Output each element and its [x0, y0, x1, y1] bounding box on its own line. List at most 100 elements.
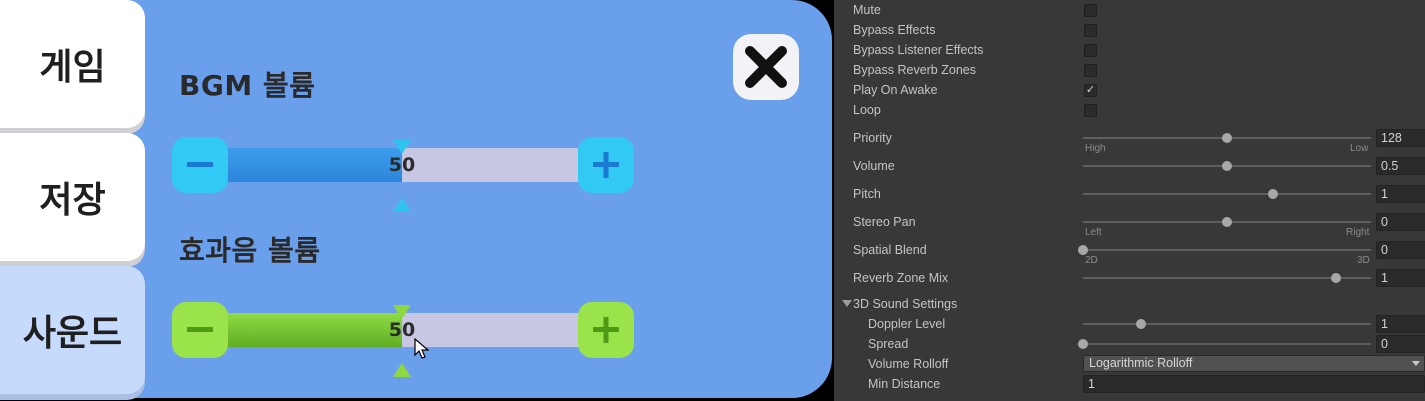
tab-game-label: 게임: [39, 47, 106, 88]
close-button[interactable]: [733, 34, 799, 100]
min-distance-row: Min Distance 1: [834, 374, 1425, 394]
pitch-slider-knob[interactable]: [1268, 189, 1278, 199]
bgm-slider-track[interactable]: 50: [222, 140, 582, 212]
priority-row: Priority 128: [834, 128, 1425, 148]
play-on-awake-label: Play On Awake: [853, 83, 938, 97]
bgm-plus-button[interactable]: [578, 137, 634, 193]
audio-source-inspector: Mute Bypass Effects Bypass Listener Effe…: [834, 0, 1425, 401]
tab-game[interactable]: 게임: [0, 0, 145, 128]
volume-slider[interactable]: [1083, 161, 1371, 171]
bgm-minus-button[interactable]: [172, 137, 228, 193]
game-view: 게임 저장 사운드 BGM 볼륨 효과음 볼륨 50 50: [0, 0, 832, 398]
doppler-slider-knob[interactable]: [1136, 319, 1146, 329]
loop-checkbox[interactable]: [1084, 104, 1097, 117]
spatial-blend-slider-knob[interactable]: [1078, 245, 1088, 255]
sfx-minus-button[interactable]: [172, 302, 228, 358]
volume-label: Volume: [853, 159, 895, 173]
volume-rolloff-row: Volume Rolloff Logarithmic Rolloff: [834, 354, 1425, 374]
spatial-blend-row: Spatial Blend 0: [834, 240, 1425, 260]
bgm-volume-slider[interactable]: 50: [172, 137, 634, 212]
spread-slider-knob[interactable]: [1078, 339, 1088, 349]
mouse-cursor-icon: [414, 338, 430, 359]
bypass-listener-row: Bypass Listener Effects: [834, 40, 1425, 60]
reverb-zone-mix-field[interactable]: 1: [1376, 269, 1425, 287]
sfx-slider-track[interactable]: 50: [222, 305, 582, 377]
priority-slider[interactable]: [1083, 133, 1371, 143]
reverb-zone-mix-slider-knob[interactable]: [1331, 273, 1341, 283]
pitch-slider[interactable]: [1083, 189, 1371, 199]
spatial-blend-2d-caption: 2D: [1085, 255, 1098, 266]
mute-checkbox[interactable]: [1084, 4, 1097, 17]
bypass-effects-row: Bypass Effects: [834, 20, 1425, 40]
dropdown-arrow-icon: [1412, 361, 1420, 366]
spread-slider[interactable]: [1078, 339, 1371, 349]
spread-row: Spread 0: [834, 334, 1425, 354]
volume-field[interactable]: 0.5: [1376, 157, 1425, 175]
bgm-slider-fill: [222, 148, 402, 182]
sfx-volume-title: 효과음 볼륨: [179, 234, 321, 267]
volume-slider-knob[interactable]: [1222, 161, 1232, 171]
spatial-blend-field[interactable]: 0: [1376, 241, 1425, 259]
loop-row: Loop: [834, 100, 1425, 120]
sound-3d-label: 3D Sound Settings: [853, 297, 958, 311]
stereo-pan-row: Stereo Pan 0: [834, 212, 1425, 232]
bypass-listener-checkbox[interactable]: [1084, 44, 1097, 57]
sfx-slider-fill: [222, 313, 402, 347]
bgm-slider-handle-bottom-icon[interactable]: [393, 198, 411, 212]
pitch-row: Pitch 1: [834, 184, 1425, 204]
bypass-effects-label: Bypass Effects: [853, 23, 936, 37]
bypass-reverb-label: Bypass Reverb Zones: [853, 63, 976, 77]
spatial-blend-slider[interactable]: [1078, 245, 1371, 255]
bypass-reverb-row: Bypass Reverb Zones: [834, 60, 1425, 80]
stereo-pan-field[interactable]: 0: [1376, 213, 1425, 231]
spread-field[interactable]: 0: [1376, 335, 1425, 353]
volume-rolloff-value: Logarithmic Rolloff: [1089, 356, 1193, 370]
doppler-row: Doppler Level 1: [834, 314, 1425, 334]
play-on-awake-row: Play On Awake ✓: [834, 80, 1425, 100]
pitch-field[interactable]: 1: [1376, 185, 1425, 203]
spatial-blend-3d-caption: 3D: [1357, 255, 1370, 266]
close-x-icon: [745, 46, 787, 88]
sfx-plus-button[interactable]: [578, 302, 634, 358]
doppler-slider[interactable]: [1083, 319, 1371, 329]
tab-save[interactable]: 저장: [0, 133, 145, 261]
play-on-awake-checkbox[interactable]: ✓: [1084, 84, 1097, 97]
sfx-volume-slider[interactable]: 50: [172, 302, 634, 377]
priority-slider-knob[interactable]: [1222, 133, 1232, 143]
bypass-effects-checkbox[interactable]: [1084, 24, 1097, 37]
bypass-reverb-checkbox[interactable]: [1084, 64, 1097, 77]
sfx-volume-value: 50: [388, 319, 416, 341]
volume-rolloff-dropdown[interactable]: Logarithmic Rolloff: [1083, 355, 1425, 372]
bgm-volume-value: 50: [388, 154, 416, 176]
min-distance-field[interactable]: 1: [1083, 375, 1425, 393]
plus-icon: [593, 317, 619, 343]
pitch-label: Pitch: [853, 187, 881, 201]
bypass-listener-label: Bypass Listener Effects: [853, 43, 984, 57]
reverb-zone-mix-slider[interactable]: [1083, 273, 1371, 283]
bgm-slider-handle-top-icon[interactable]: [393, 140, 411, 154]
reverb-zone-mix-row: Reverb Zone Mix 1: [834, 268, 1425, 288]
priority-field[interactable]: 128: [1376, 129, 1425, 147]
stereo-pan-left-caption: Left: [1085, 227, 1102, 238]
min-distance-label: Min Distance: [868, 377, 941, 391]
volume-rolloff-label: Volume Rolloff: [868, 357, 949, 371]
stereo-pan-right-caption: Right: [1346, 227, 1370, 238]
stereo-pan-label: Stereo Pan: [853, 215, 916, 229]
minus-icon: [187, 162, 213, 167]
mute-row: Mute: [834, 0, 1425, 20]
tab-sound-label: 사운드: [22, 313, 123, 354]
bgm-volume-title: BGM 볼륨: [179, 69, 316, 102]
doppler-label: Doppler Level: [868, 317, 946, 331]
doppler-field[interactable]: 1: [1376, 315, 1425, 333]
stereo-pan-slider[interactable]: [1083, 217, 1371, 227]
loop-label: Loop: [853, 103, 881, 117]
tab-save-label: 저장: [39, 180, 106, 221]
foldout-triangle-icon[interactable]: [842, 300, 852, 307]
sound-3d-foldout[interactable]: 3D Sound Settings: [834, 294, 1425, 314]
tab-sound[interactable]: 사운드: [0, 266, 145, 394]
sfx-slider-handle-top-icon[interactable]: [393, 305, 411, 319]
volume-row: Volume 0.5: [834, 156, 1425, 176]
stereo-pan-slider-knob[interactable]: [1222, 217, 1232, 227]
sfx-slider-handle-bottom-icon[interactable]: [393, 363, 411, 377]
priority-label: Priority: [853, 131, 892, 145]
